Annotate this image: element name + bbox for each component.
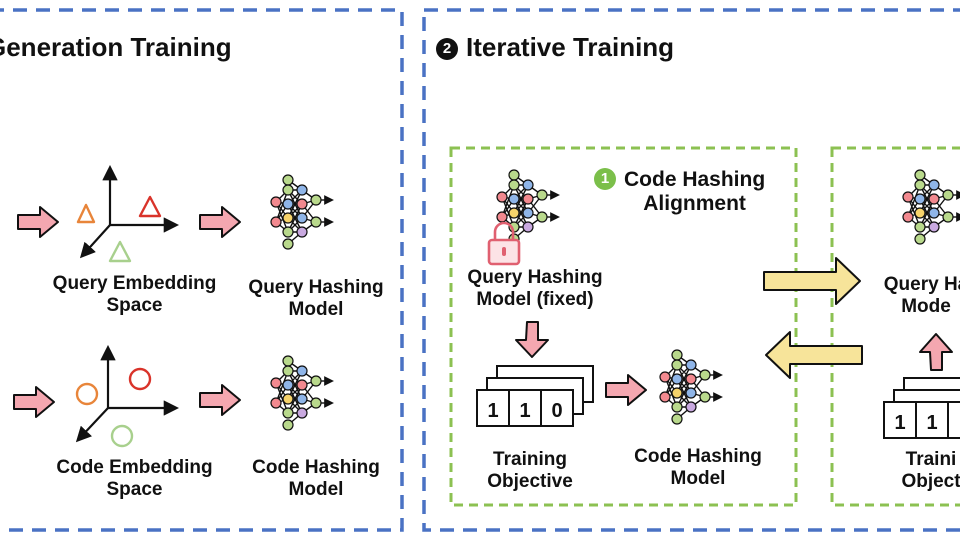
objective-bit: 1 [519,400,530,422]
code-space-label: Code Embedding Space [56,457,213,500]
query-model-label: Query Hashing Model [248,277,384,320]
code-hashing-model-icon-left [271,356,332,430]
alignment-title-text: Code Hashing Alignment [624,168,766,216]
code-model-label-right: Code Hashing Model [634,446,762,489]
panel-left-border [0,8,404,532]
right-group-border [830,146,960,507]
code-model-label: Code Hashing Model [252,457,380,500]
query-embedding-axes [79,164,180,259]
green-circle-icon [110,424,134,448]
step-2-badge: 2 [436,38,458,60]
green-triangle-icon [108,240,132,263]
query-hashing-model-icon [271,175,332,249]
arrow-to-code-model [199,384,241,416]
orange-circle-icon [75,382,99,406]
input-arrow-query [17,206,59,238]
code-embedding-axes [75,344,180,443]
red-triangle-icon [138,195,162,218]
red-circle-icon [128,367,152,391]
panel-right-title-text: Iterative Training [466,32,675,62]
objective-bit: 1 [894,412,905,434]
panel-left-title: Generation Training [0,32,232,62]
fixed-model-label: Query Hashing Model (fixed) [467,267,603,310]
alignment-title: 1 Code Hashing Alignment [594,168,794,216]
code-hashing-model-icon-right [660,350,721,424]
panel-right-border [422,8,960,532]
alignment-group-border [449,146,798,507]
objective-bit: 0 [551,400,562,422]
query-space-label: Query Embedding Space [52,273,217,316]
orange-triangle-icon [76,203,96,224]
objective-bit: 1 [926,412,937,434]
arrow-up-to-model [919,333,953,371]
arrow-down-to-objective [515,321,549,358]
objective-label: Training Objective [487,449,573,492]
lock-icon [487,221,521,266]
right-group-model-label: Query Ha Mode [883,274,960,317]
yellow-arrow-right [763,257,861,305]
right-group-objective-label: Traini Object [901,449,960,492]
query-hashing-model-icon-right-group [903,170,960,244]
input-arrow-code [13,386,55,418]
training-objective-cards [476,365,594,427]
arrow-to-query-model [199,206,241,238]
panel-right-title: 2 Iterative Training [436,32,675,63]
step-1-badge: 1 [594,168,616,190]
training-objective-cards-right [883,377,960,439]
yellow-arrow-left [765,331,863,379]
objective-bit: 1 [487,400,498,422]
fixed-query-model-icon [497,170,558,244]
arrow-to-code-model-right [605,374,647,406]
